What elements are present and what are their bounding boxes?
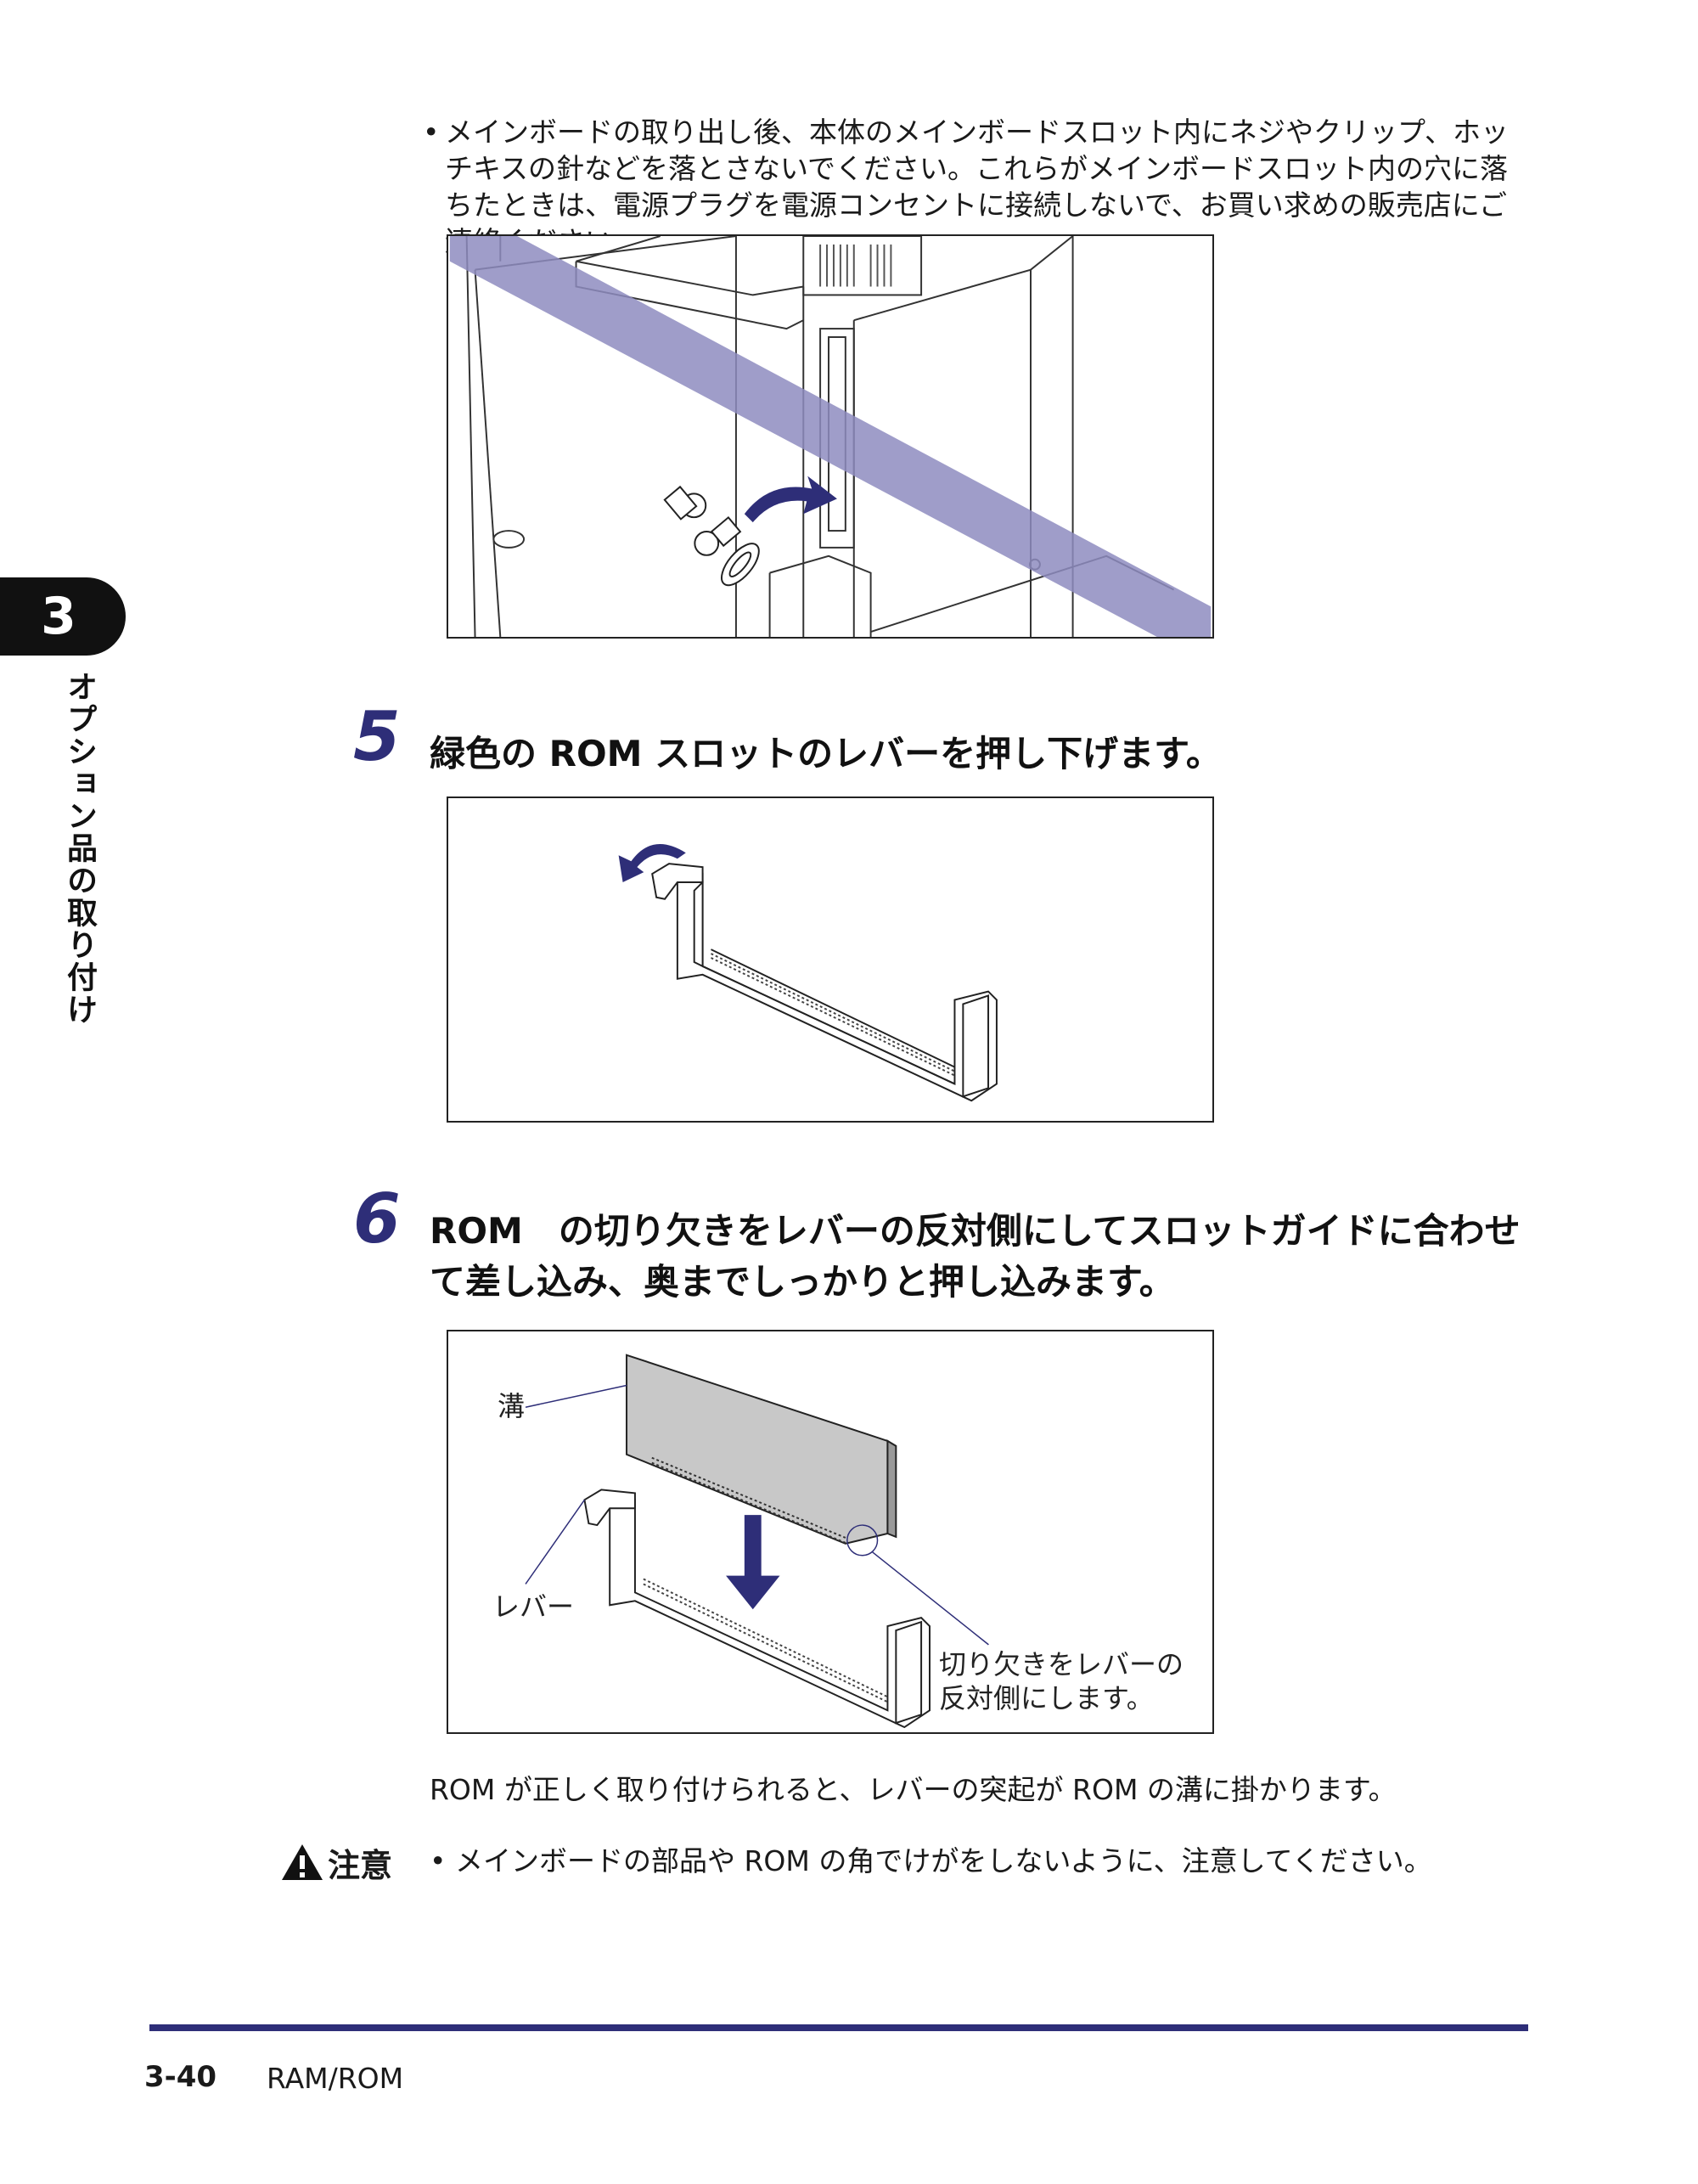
warning-triangle-icon [282, 1844, 323, 1880]
caution-text: メインボードの部品や ROM の角でけがをしないように、注意してください。 [454, 1844, 1432, 1877]
result-text: ROM が正しく取り付けられると、レバーの突起が ROM の溝に掛かります。 [430, 1773, 1397, 1806]
rom-insertion-illustration [525, 1354, 989, 1729]
label-lever: レバー [492, 1590, 575, 1623]
screws [663, 485, 760, 587]
label-groove: 溝 [498, 1390, 526, 1422]
footer-rule [149, 2024, 1528, 2031]
mainboard-slot-illustration [449, 236, 1212, 637]
rom-slot-illustration [618, 844, 998, 1102]
caution-heading: 注意 [280, 1839, 408, 1885]
step-6-text: ROM の切り欠きをレバーの反対側にしてスロットガイドに合わせて差し込み、奥まで… [430, 1210, 1521, 1303]
step-5-text: 緑色の ROM スロットのレバーを押し下げます。 [430, 733, 1222, 774]
caution-label: 注意 [328, 1847, 393, 1884]
chapter-number: 3 [41, 587, 76, 646]
insert-arrow [744, 476, 837, 523]
chapter-number-tab: 3 [0, 577, 126, 656]
push-down-arrow [618, 844, 686, 882]
caution-marker: • [430, 1844, 447, 1877]
insert-down-arrow [726, 1515, 780, 1610]
prohibition-band [449, 236, 1212, 637]
caution-item: • メインボードの部品や ROM の角でけがをしないように、注意してください。 [430, 1843, 1533, 1880]
bullet-marker: • [423, 115, 440, 149]
figure-rom-insertion: 溝 レバー 切り欠きをレバーの 反対側にします。 [447, 1330, 1214, 1734]
label-notch-line1: 切り欠きをレバーの [939, 1648, 1184, 1680]
step-5-number: 5 [353, 697, 401, 776]
figure-mainboard-slot [447, 234, 1214, 639]
rom-board [626, 1354, 889, 1545]
chapter-title-vertical: オプション品の取り付け [62, 671, 97, 1026]
footer-page-number: 3-40 [144, 2060, 217, 2094]
step-6-number: 6 [353, 1179, 401, 1258]
label-notch-line2: 反対側にします。 [939, 1682, 1154, 1714]
footer-section-title: RAM/ROM [267, 2062, 404, 2095]
figure-rom-slot-lever [447, 796, 1214, 1123]
